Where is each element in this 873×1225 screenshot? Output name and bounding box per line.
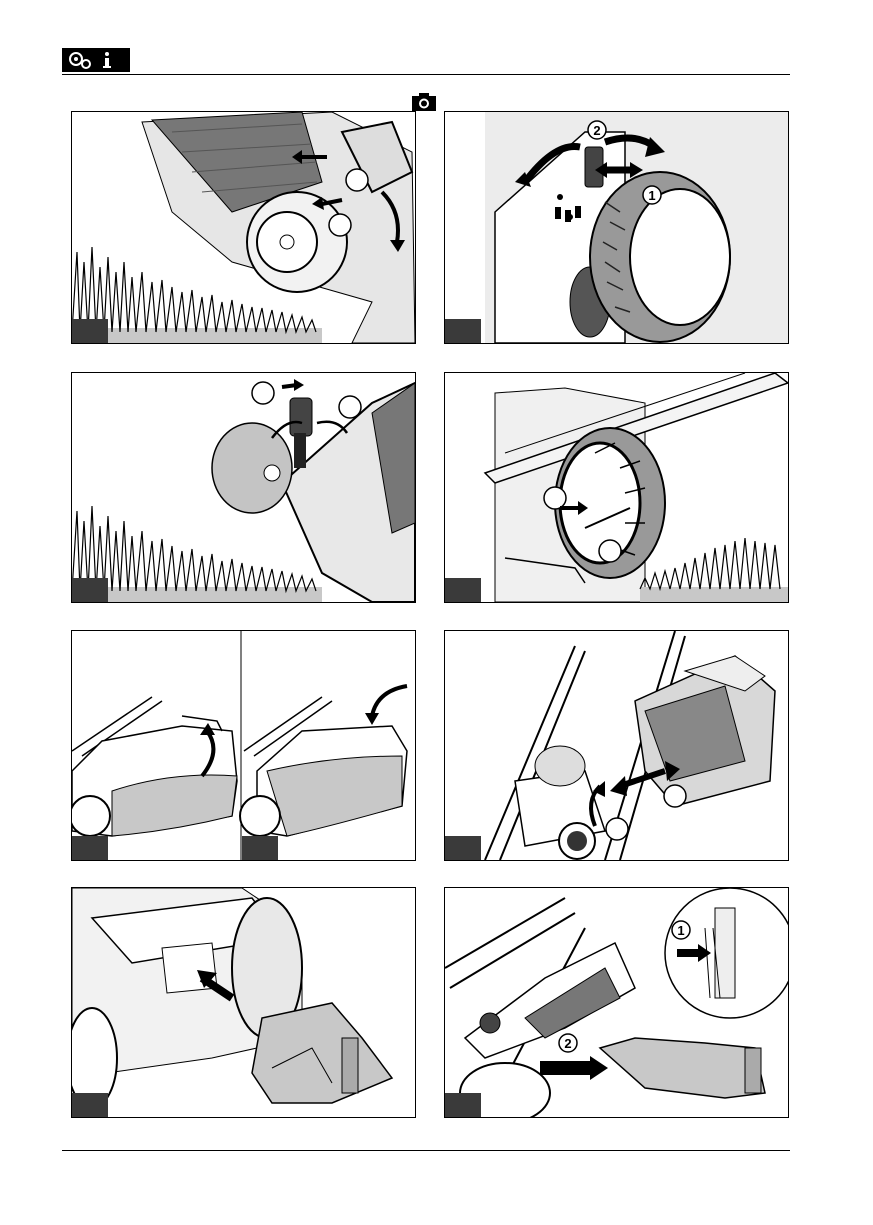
figure-label-box: [72, 836, 108, 860]
figure-panel-1: [71, 111, 416, 344]
callout-2: 2: [593, 123, 600, 138]
header-badge: [62, 48, 130, 72]
figure-panel-8: 1 2: [444, 887, 789, 1118]
gears-icon: [62, 48, 130, 72]
figure-panel-4: [444, 372, 789, 603]
figure-panel-3: [71, 372, 416, 603]
figure-label-box: [242, 836, 278, 860]
figure-label-box: [445, 578, 481, 602]
callout-1: 1: [677, 923, 684, 938]
figure-label-box: [72, 1093, 108, 1117]
figure-label-box: [72, 578, 108, 602]
figure-panel-5: [71, 630, 416, 861]
info-icon: [103, 52, 111, 68]
callout-2: 2: [564, 1036, 571, 1051]
footer-rule: [62, 1150, 790, 1151]
figure-panel-6: [444, 630, 789, 861]
header-rule: [62, 74, 790, 75]
callout-1: 1: [648, 188, 655, 203]
figure-panel-7: [71, 887, 416, 1118]
figure-label-box: [72, 319, 108, 343]
figure-label-box: [445, 319, 481, 343]
figure-label-box: [445, 836, 481, 860]
figure-label-box: [445, 1093, 481, 1117]
figure-panel-2: 2 1: [444, 111, 789, 344]
camera-icon: [412, 93, 436, 111]
